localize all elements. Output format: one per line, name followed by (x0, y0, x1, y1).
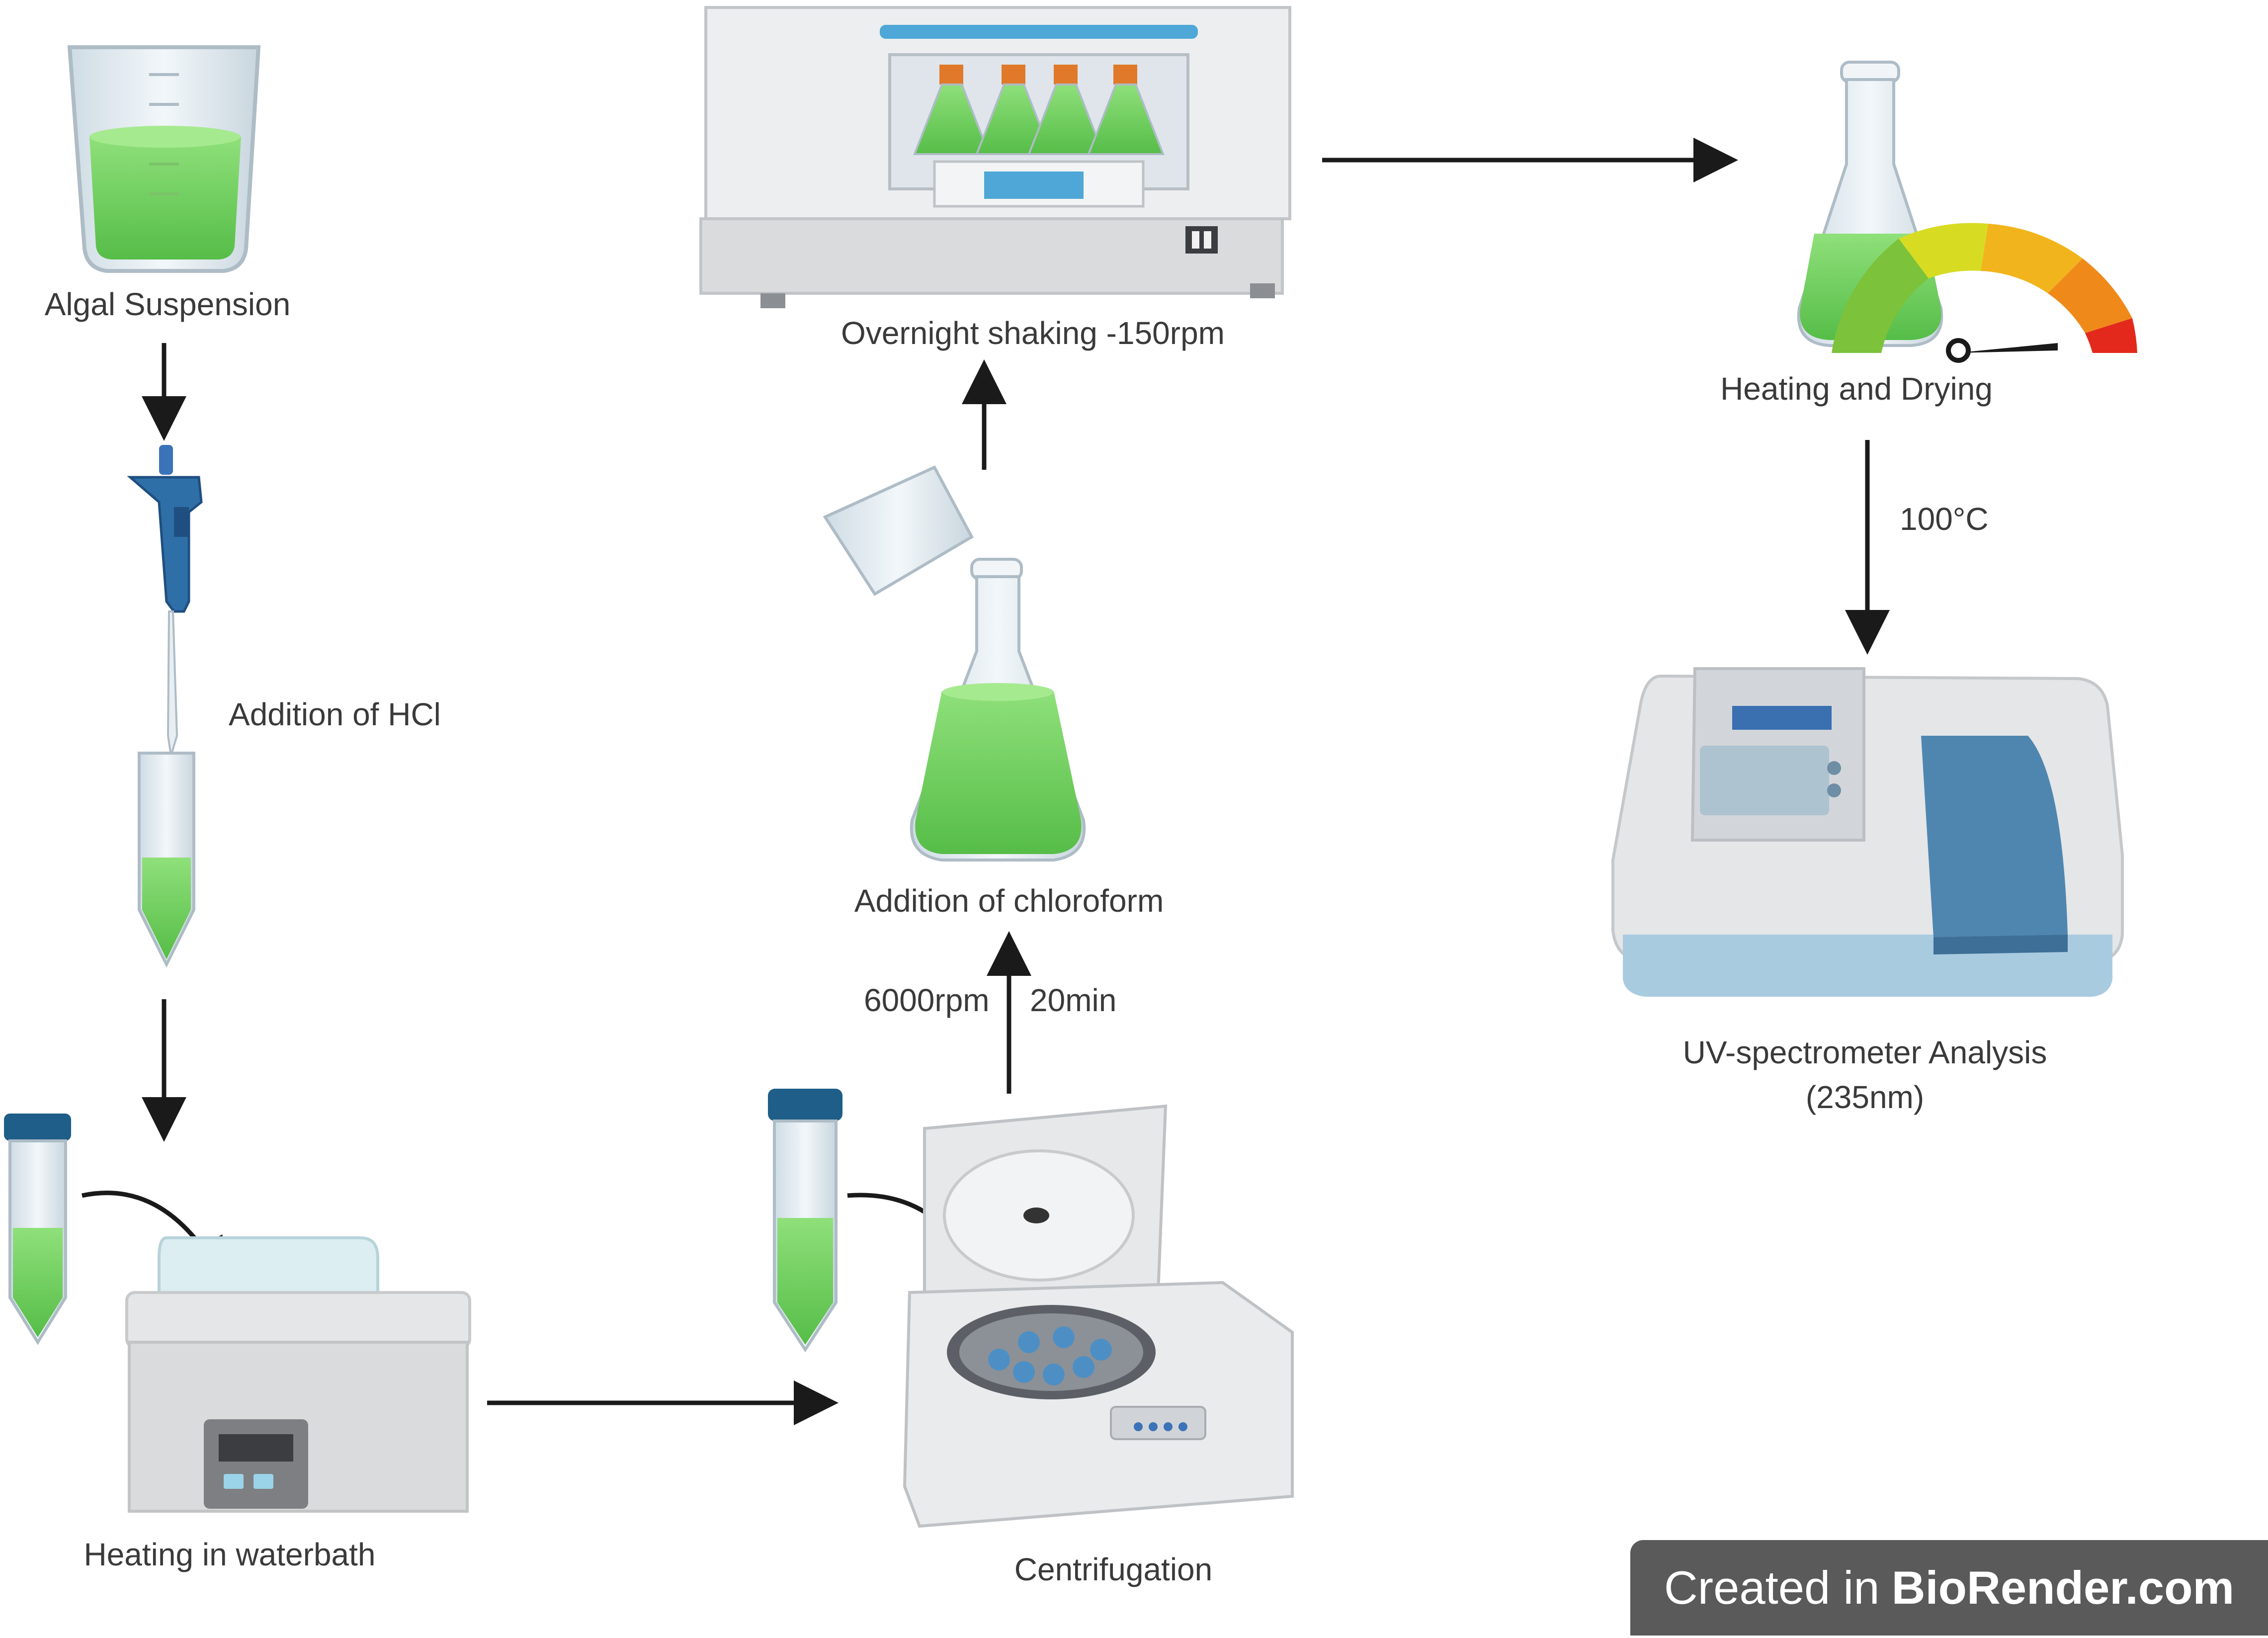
label-uv-wavelength: (235nm) (1805, 1079, 1925, 1115)
waterbath-icon (125, 1236, 471, 1513)
pouring-beaker-icon (823, 465, 974, 597)
label-overnight-shaking: Overnight shaking -150rpm (841, 315, 1225, 351)
label-centrifugation: Centrifugation (1014, 1552, 1213, 1587)
label-addition-hcl: Addition of HCl (229, 696, 441, 732)
beaker-icon (67, 45, 261, 273)
label-centrifuge-time: 20min (1030, 982, 1117, 1018)
label-temperature: 100°C (1900, 501, 1989, 537)
label-uv-analysis: UV-spectrometer Analysis (1682, 1035, 2047, 1070)
pipette-icon (127, 445, 203, 756)
falcon-tube-icon (768, 1089, 842, 1353)
credit-prefix: Created in (1664, 1561, 1880, 1614)
label-algal-suspension: Algal Suspension (44, 286, 291, 322)
label-heating-waterbath: Heating in waterbath (84, 1537, 376, 1572)
temperature-gauge-icon (1832, 223, 2137, 363)
label-heating-drying: Heating and Drying (1720, 371, 1993, 407)
erlenmeyer-flask-icon (910, 558, 1086, 862)
falcon-tube-icon (4, 1114, 71, 1345)
credit-brand: BioRender.com (1891, 1561, 2235, 1614)
label-addition-chloroform: Addition of chloroform (854, 883, 1164, 919)
uv-spectrometer-icon (1611, 667, 2124, 997)
falcon-tube-icon (138, 752, 195, 968)
shaker-incubator-icon (699, 6, 1291, 308)
label-centrifuge-speed: 6000rpm (864, 982, 990, 1018)
centrifuge-icon (903, 1104, 1294, 1528)
